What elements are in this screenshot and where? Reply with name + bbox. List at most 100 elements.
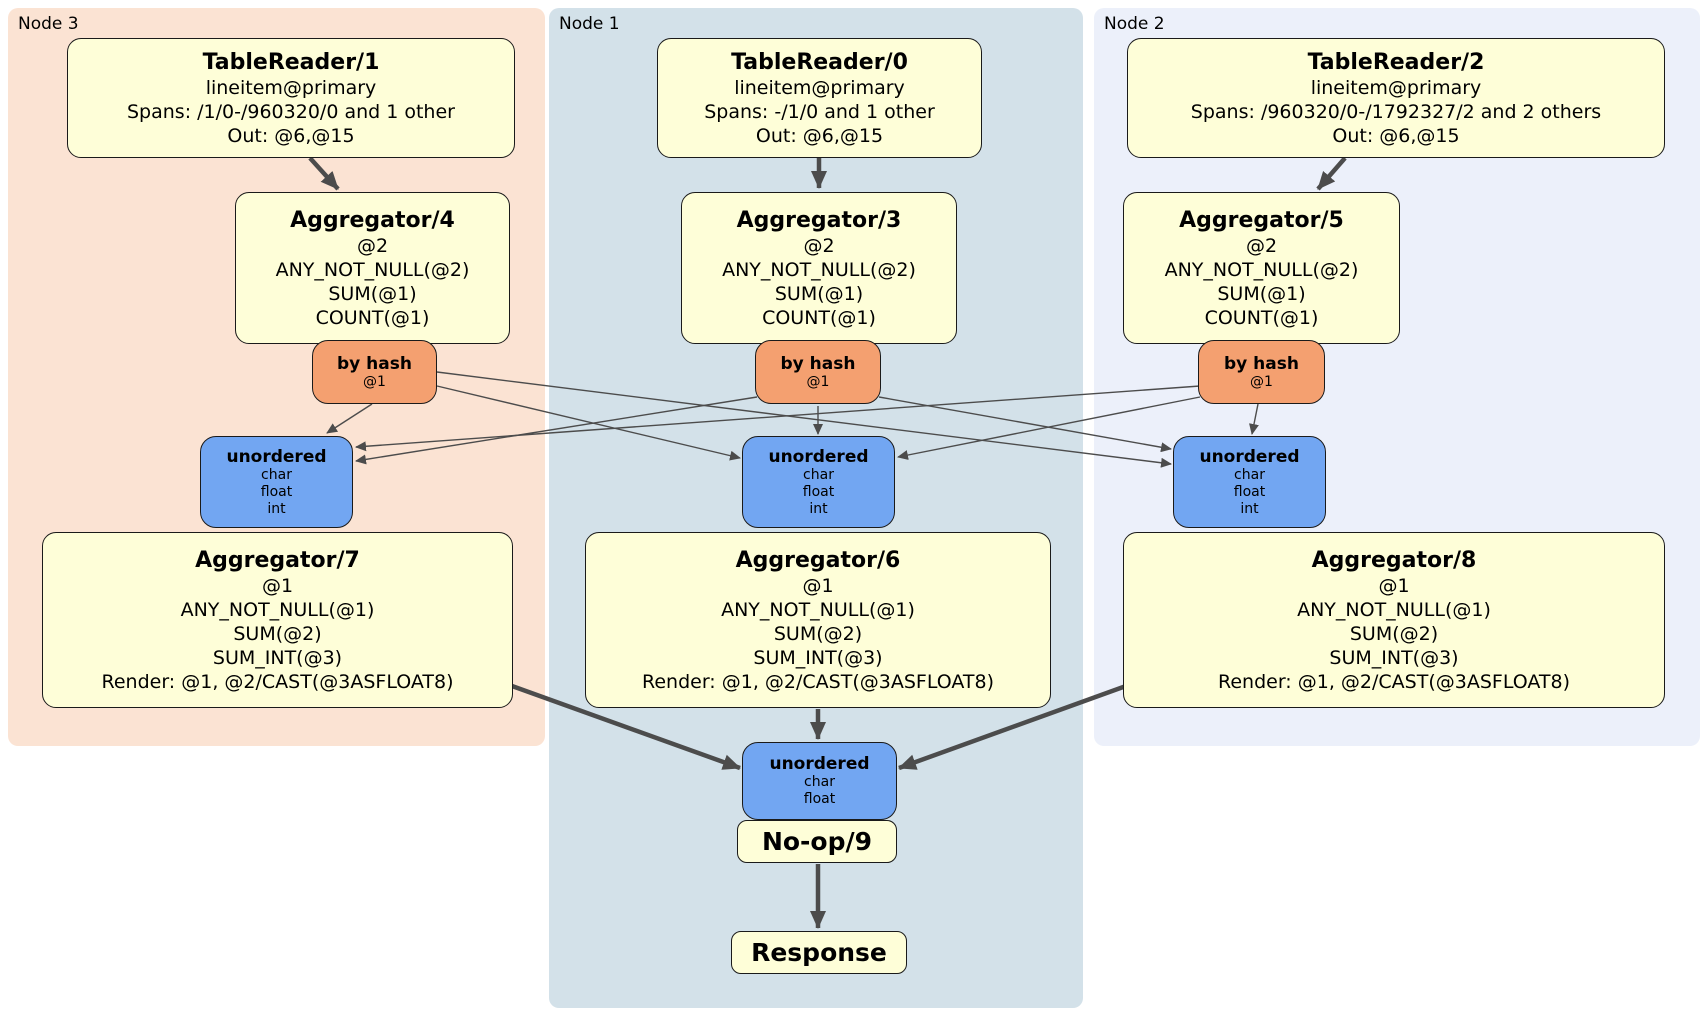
tablereader-1-box: TableReader/1 lineitem@primary Spans: /1… [67, 38, 515, 158]
aggregator-3-fn2: SUM(@1) [774, 282, 864, 305]
noop-9-box: No-op/9 [737, 820, 897, 863]
node-1-label: Node 1 [559, 14, 620, 34]
aggregator-6-fn1: ANY_NOT_NULL(@1) [721, 598, 915, 621]
edge-tr2-agg5 [1316, 156, 1347, 191]
aggregator-6-fn2: SUM(@2) [773, 622, 863, 645]
aggregator-4-fn1: ANY_NOT_NULL(@2) [275, 258, 470, 281]
tablereader-2-out: Out: @6,@15 [1332, 124, 1460, 147]
aggregator-8-box: Aggregator/8 @1 ANY_NOT_NULL(@1) SUM(@2)… [1123, 532, 1665, 708]
aggregator-4-box: Aggregator/4 @2 ANY_NOT_NULL(@2) SUM(@1)… [235, 192, 510, 344]
aggregator-6-fn3: SUM_INT(@3) [753, 646, 883, 669]
aggregator-8-fn3: SUM_INT(@3) [1329, 646, 1459, 669]
hash-router-node2-label: by hash [1224, 353, 1299, 374]
aggregator-8-render: Render: @1, @2/CAST(@3ASFLOAT8) [1218, 670, 1570, 693]
aggregator-4-fn3: COUNT(@1) [315, 306, 430, 329]
tablereader-1-out: Out: @6,@15 [227, 124, 355, 147]
aggregator-3-box: Aggregator/3 @2 ANY_NOT_NULL(@2) SUM(@1)… [681, 192, 957, 344]
edge-hash1-sync2 [878, 396, 1172, 453]
tablereader-0-box: TableReader/0 lineitem@primary Spans: -/… [657, 38, 982, 158]
sync-col-type: char [804, 774, 835, 790]
sync-col-type: float [260, 483, 293, 500]
tablereader-0-title: TableReader/0 [731, 49, 908, 75]
sync-col-type: float [802, 483, 835, 500]
unordered-sync-node1: unordered char float int [742, 436, 895, 528]
aggregator-4-groupcols: @2 [356, 234, 389, 257]
tablereader-0-spans: Spans: -/1/0 and 1 other [704, 100, 935, 123]
aggregator-8-fn1: ANY_NOT_NULL(@1) [1297, 598, 1491, 621]
response-box: Response [731, 931, 907, 974]
aggregator-5-title: Aggregator/5 [1179, 207, 1344, 233]
tablereader-2-box: TableReader/2 lineitem@primary Spans: /9… [1127, 38, 1665, 158]
hash-router-node3-cols: @1 [363, 373, 386, 390]
edge-hash2-sync1 [897, 396, 1201, 460]
aggregator-7-groupcols: @1 [261, 574, 294, 597]
edge-agg7-syncfinal [511, 683, 741, 771]
sync-col-type: char [803, 466, 834, 483]
sync-col-type: float [1233, 483, 1266, 500]
hash-router-node2-cols: @1 [1250, 373, 1273, 390]
edge-hash2-sync2 [1249, 403, 1259, 435]
noop-9-title: No-op/9 [761, 826, 873, 856]
aggregator-6-title: Aggregator/6 [735, 547, 901, 573]
aggregator-8-fn2: SUM(@2) [1349, 622, 1439, 645]
aggregator-7-fn1: ANY_NOT_NULL(@1) [180, 598, 375, 621]
hash-router-node3: by hash @1 [312, 340, 437, 404]
hash-router-node1: by hash @1 [755, 340, 881, 404]
edge-hash1-sync3 [355, 396, 758, 465]
aggregator-7-box: Aggregator/7 @1 ANY_NOT_NULL(@1) SUM(@2)… [42, 532, 513, 708]
aggregator-8-title: Aggregator/8 [1311, 547, 1477, 573]
sync-col-type: float [803, 791, 836, 807]
tablereader-1-index: lineitem@primary [205, 76, 377, 99]
aggregator-3-groupcols: @2 [803, 234, 835, 257]
aggregator-5-fn3: COUNT(@1) [1204, 306, 1319, 329]
aggregator-3-title: Aggregator/3 [736, 207, 902, 233]
aggregator-5-box: Aggregator/5 @2 ANY_NOT_NULL(@2) SUM(@1)… [1123, 192, 1400, 344]
edge-hash3-sync3 [326, 403, 373, 434]
hash-router-node2: by hash @1 [1198, 340, 1325, 404]
aggregator-4-fn2: SUM(@1) [328, 282, 417, 305]
aggregator-3-fn3: COUNT(@1) [762, 306, 876, 329]
unordered-sync-node2-label: unordered [1199, 446, 1300, 467]
aggregator-7-render: Render: @1, @2/CAST(@3ASFLOAT8) [101, 670, 454, 693]
tablereader-0-index: lineitem@primary [734, 76, 905, 99]
aggregator-6-groupcols: @1 [802, 574, 834, 597]
tablereader-1-spans: Spans: /1/0-/960320/0 and 1 other [127, 100, 455, 123]
aggregator-5-fn1: ANY_NOT_NULL(@2) [1164, 258, 1359, 281]
response-title: Response [751, 937, 887, 967]
hash-router-node3-label: by hash [337, 353, 412, 374]
unordered-sync-node2: unordered char float int [1173, 436, 1326, 528]
aggregator-4-title: Aggregator/4 [290, 207, 455, 233]
sync-col-type: int [1240, 500, 1259, 517]
unordered-sync-node3-label: unordered [226, 446, 327, 467]
edge-hash3-sync1 [436, 385, 741, 461]
edge-agg8-syncfinal [898, 683, 1127, 771]
sync-col-type: char [261, 466, 292, 483]
edge-tr1-agg4 [308, 156, 340, 191]
tablereader-2-spans: Spans: /960320/0-/1792327/2 and 2 others [1190, 100, 1602, 123]
hash-router-node1-cols: @1 [806, 373, 830, 390]
aggregator-7-fn3: SUM_INT(@3) [212, 646, 343, 669]
hash-router-node1-label: by hash [780, 353, 856, 374]
unordered-sync-node3: unordered char float int [200, 436, 353, 528]
sync-col-type: char [1234, 466, 1265, 483]
aggregator-5-fn2: SUM(@1) [1217, 282, 1306, 305]
tablereader-1-title: TableReader/1 [202, 49, 380, 75]
tablereader-0-out: Out: @6,@15 [755, 124, 884, 147]
aggregator-6-render: Render: @1, @2/CAST(@3ASFLOAT8) [642, 670, 994, 693]
aggregator-7-title: Aggregator/7 [195, 547, 360, 573]
sync-col-type: int [267, 500, 286, 517]
edge-hash2-sync3 [355, 385, 1201, 452]
edge-hash3-sync2 [436, 371, 1172, 468]
tablereader-2-title: TableReader/2 [1307, 49, 1485, 75]
aggregator-5-groupcols: @2 [1245, 234, 1278, 257]
tablereader-2-index: lineitem@primary [1310, 76, 1482, 99]
unordered-sync-final-label: unordered [769, 754, 870, 774]
node-2-label: Node 2 [1104, 14, 1165, 34]
sync-col-type: int [809, 500, 828, 517]
aggregator-8-groupcols: @1 [1378, 574, 1410, 597]
node-3-label: Node 3 [18, 14, 79, 34]
unordered-sync-final: unordered char float [742, 742, 897, 820]
unordered-sync-node1-label: unordered [768, 446, 869, 467]
